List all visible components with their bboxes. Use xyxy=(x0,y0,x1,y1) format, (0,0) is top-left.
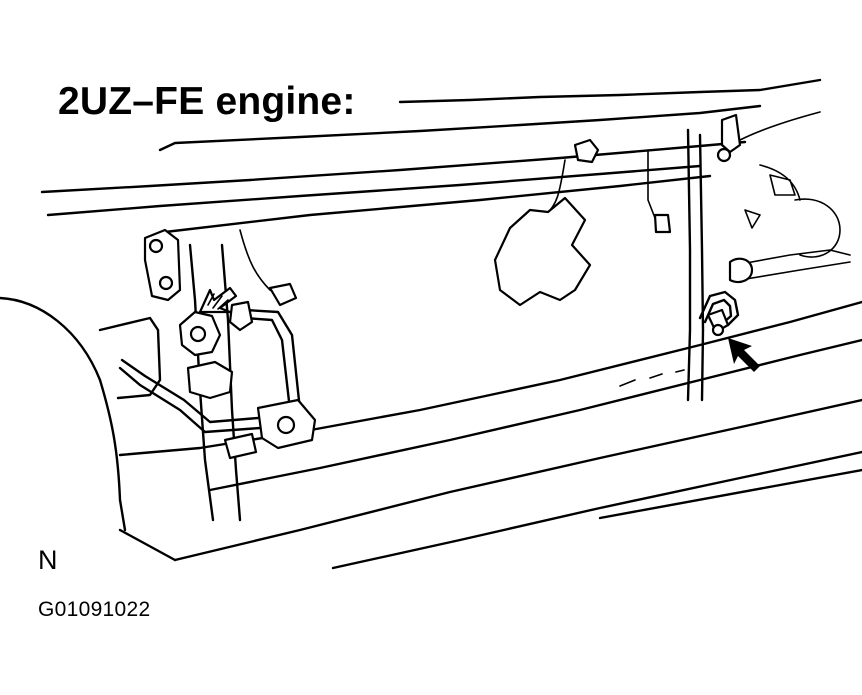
diagram-title: 2UZ–FE engine: xyxy=(58,80,356,123)
pipe-clamp-bolt xyxy=(711,323,725,337)
pipe-fitting-nut xyxy=(276,415,296,435)
left-bracket-bolt-lower xyxy=(158,275,174,291)
bumper-line-upper xyxy=(173,398,862,562)
lower-support-beam-upper xyxy=(118,300,862,457)
upper-support-beam xyxy=(40,104,762,234)
sensor-bolt xyxy=(228,300,254,332)
arrow-icon xyxy=(728,338,760,372)
right-hinge-bolt xyxy=(716,147,732,163)
center-harness-blob xyxy=(493,196,592,307)
right-vertical-post xyxy=(686,128,705,402)
sensor-lower-bracket xyxy=(186,360,234,400)
hatched-arrow-icon xyxy=(198,286,238,314)
figure-id: G01091022 xyxy=(38,598,151,621)
sensor-hole xyxy=(189,325,207,343)
sensor-plug-left xyxy=(268,282,298,307)
left-fender-curve xyxy=(0,296,127,532)
hood-edge-line xyxy=(398,78,822,104)
right-hinge-stud xyxy=(720,113,742,154)
right-bracket-round xyxy=(728,257,754,284)
left-bracket-bolt-upper xyxy=(148,238,164,254)
view-letter: N xyxy=(38,545,58,575)
center-top-clip xyxy=(573,138,600,164)
lower-beam-clips xyxy=(619,369,685,387)
engine-bay-right-details xyxy=(734,111,851,281)
bumper-line-lower xyxy=(331,450,862,570)
lower-support-beam-lower xyxy=(208,338,862,492)
left-inner-fender xyxy=(98,316,162,400)
right-pipe-loop xyxy=(698,290,740,327)
right-harness-plug xyxy=(653,213,672,234)
pipe-fitting-tab xyxy=(223,432,258,460)
left-upper-bracket xyxy=(143,228,182,302)
bumper-line-bottom xyxy=(118,468,862,562)
